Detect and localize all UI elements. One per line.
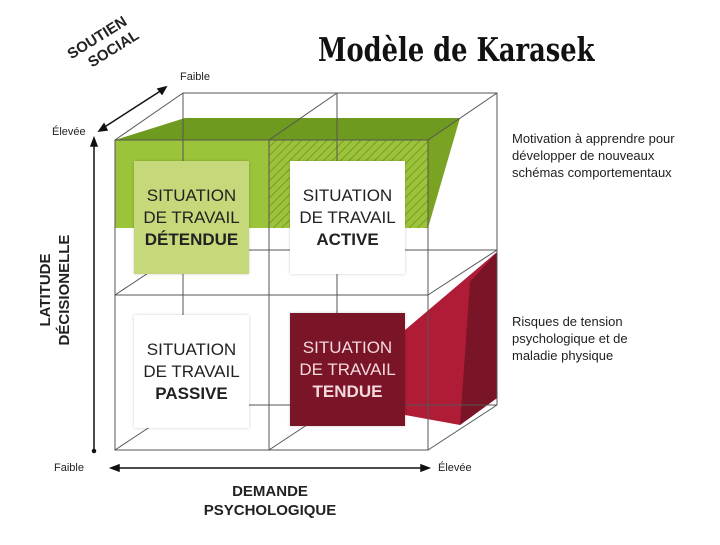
support-axis-arrow [102, 89, 163, 129]
quadrant-text: SITUATION [302, 337, 393, 357]
quadrant-text: SITUATION [302, 185, 393, 205]
decision-latitude-label: LATITUDE DÉCISIONELLE [36, 220, 74, 360]
support-low-label: Faible [180, 71, 210, 83]
risk-note: Risques de tension psychologique et de m… [512, 314, 628, 363]
quadrant-type: DÉTENDUE [144, 229, 239, 249]
quadrant-type: ACTIVE [316, 229, 379, 249]
demand-high-label: Élevée [438, 462, 472, 474]
red-side-face [460, 252, 497, 425]
quadrant-text: DE TRAVAIL [299, 359, 396, 379]
green-side-face [428, 118, 460, 228]
support-high-label: Élevée [52, 126, 86, 138]
page-title: Modèle de Karasek [318, 30, 595, 69]
green-top-face [115, 118, 460, 140]
quadrant-strained: SITUATION DE TRAVAIL TENDUE [290, 313, 405, 426]
quadrant-passive: SITUATION DE TRAVAIL PASSIVE [134, 315, 249, 428]
quadrant-text: DE TRAVAIL [299, 207, 396, 227]
motivation-note: Motivation à apprendre pour développer d… [512, 131, 675, 180]
quadrant-active: SITUATION DE TRAVAIL ACTIVE [290, 161, 405, 274]
quadrant-text: SITUATION [146, 339, 237, 359]
quadrant-relaxed: SITUATION DE TRAVAIL DÉTENDUE [134, 161, 249, 274]
quadrant-text: DE TRAVAIL [143, 361, 240, 381]
axis-label-line: DÉCISIONELLE [56, 234, 73, 346]
quadrant-type: PASSIVE [155, 383, 228, 403]
axis-label-line: LATITUDE [37, 253, 54, 327]
quadrant-text: DE TRAVAIL [143, 207, 240, 227]
demand-axis-title: DEMANDE PSYCHOLOGIQUE [180, 482, 360, 520]
axis-label-line: DEMANDE [232, 483, 308, 500]
demand-low-label: Faible [54, 462, 84, 474]
quadrant-text: SITUATION [146, 185, 237, 205]
quadrant-type: TENDUE [312, 381, 383, 401]
axis-label-line: PSYCHOLOGIQUE [203, 502, 337, 519]
